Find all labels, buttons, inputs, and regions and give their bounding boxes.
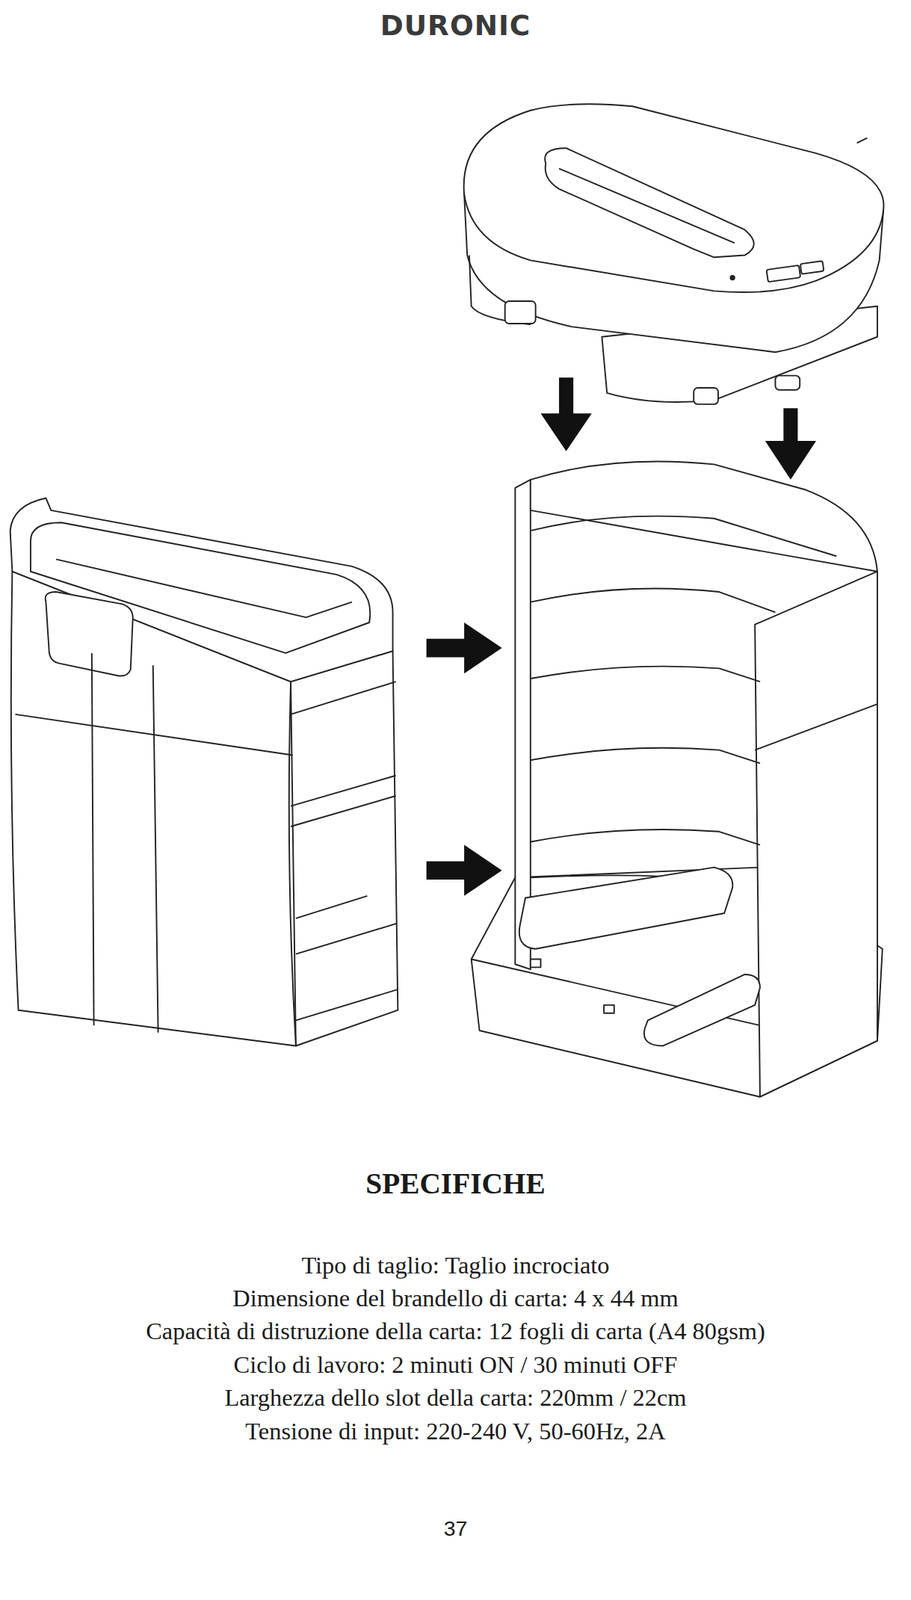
spec-line: Dimensione del brandello di carta: 4 x 4… <box>0 1284 911 1313</box>
spec-line: Tensione di input: 220-240 V, 50-60Hz, 2… <box>0 1417 911 1446</box>
spec-line: Ciclo di lavoro: 2 minuti ON / 30 minuti… <box>0 1351 911 1379</box>
page-number: 37 <box>0 1516 911 1542</box>
brand-logo: DURONIC <box>0 8 911 42</box>
spec-line: Tipo di taglio: Taglio incrociato <box>0 1251 911 1280</box>
shredder-head <box>464 103 885 405</box>
bin-frame <box>471 461 883 1097</box>
waste-bin <box>10 497 399 1046</box>
section-heading: SPECIFICHE <box>0 1166 911 1201</box>
spec-line: Larghezza dello slot della carta: 220mm … <box>0 1384 911 1412</box>
spec-line: Capacità di distruzione della carta: 12 … <box>0 1317 911 1346</box>
